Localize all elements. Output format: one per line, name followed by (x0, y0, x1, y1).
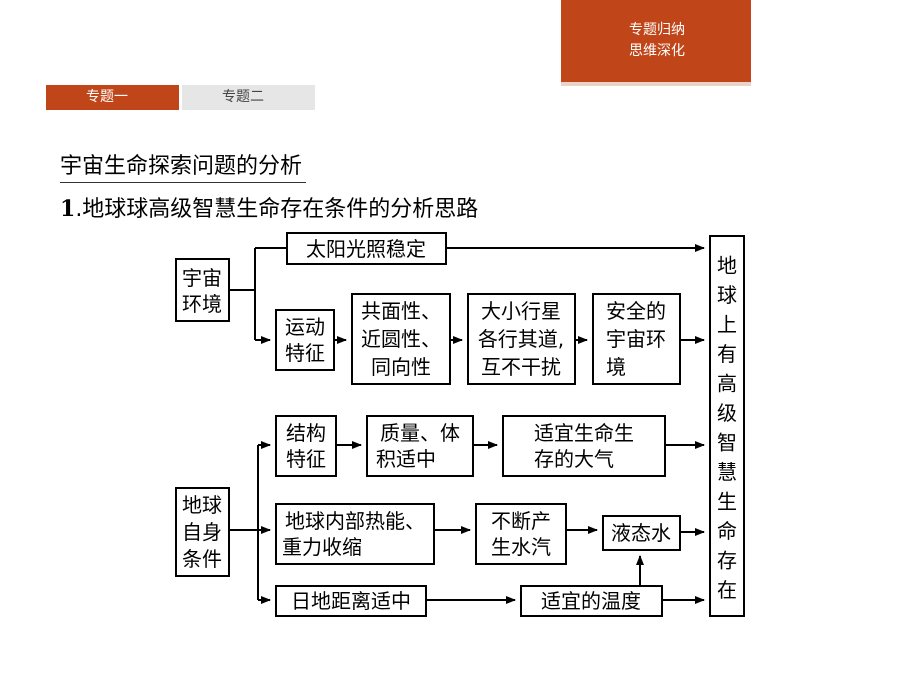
conclusion-char: 高 (717, 372, 737, 396)
box-internal-heat-line1: 地球内部热能、 (285, 509, 425, 533)
topic-tabs: 专题一 专题二 (46, 85, 315, 110)
conclusion-char: 在 (717, 578, 737, 602)
conclusion-char: 命 (717, 519, 737, 543)
box-water-vapor-line2: 生水汽 (491, 535, 551, 559)
tab-topic-2[interactable]: 专题二 (182, 85, 315, 110)
box-cosmic-environment: 宇宙 环境 (175, 258, 230, 322)
box-coplanar-line2: 近圆性、 (361, 327, 441, 351)
box-safe-environment-line1: 安全的 (606, 299, 666, 323)
box-motion-line1: 运动 (285, 315, 325, 339)
chapter-tab-line2: 思维深化 (629, 43, 685, 59)
conclusion-char: 生 (717, 490, 737, 514)
chapter-tab-summary[interactable]: 专题归纳 思维深化 (561, 0, 751, 82)
box-atmosphere-line1: 适宜生命生 (534, 421, 634, 445)
box-earth-conditions-line3: 条件 (182, 547, 222, 571)
box-coplanar-line3: 同向性 (371, 355, 431, 379)
subheading-number: 1 (60, 196, 76, 222)
section-title: 宇宙生命探索问题的分析 (60, 152, 307, 183)
box-internal-heat-line2: 重力收缩 (282, 535, 362, 559)
conclusion-char: 慧 (717, 460, 737, 484)
box-planets-orbit-line3: 互不干扰 (481, 355, 561, 379)
box-planets-orbit-line1: 大小行星 (481, 299, 561, 323)
box-motion-line2: 特征 (285, 341, 325, 365)
box-mass-volume-line2: 积适中 (376, 447, 436, 471)
box-earth-conditions-line2: 自身 (182, 520, 222, 544)
box-planets-orbit-line2: 各行其道, (478, 327, 564, 351)
tab-topic-1[interactable]: 专题一 (46, 85, 179, 110)
box-suitable-temperature: 适宜的温度 (520, 585, 663, 617)
conclusion-char: 地 (717, 254, 737, 278)
box-earth-conditions: 地球 自身 条件 (175, 487, 230, 577)
box-sun-stable-text: 太阳光照稳定 (306, 237, 426, 261)
box-cosmic-environment-line2: 环境 (182, 292, 222, 316)
conclusion-char: 智 (717, 431, 737, 455)
box-water-vapor-line1: 不断产 (491, 509, 551, 533)
box-conclusion: 地球上有高级智慧生命存在 (709, 235, 745, 617)
box-structure-line1: 结构 (286, 421, 326, 445)
box-mass-volume-line1: 质量、体 (380, 421, 460, 445)
box-mass-volume: 质量、体 积适中 (366, 415, 474, 477)
box-liquid-water: 液态水 (602, 515, 681, 551)
box-atmosphere: 适宜生命生 存的大气 (502, 415, 666, 477)
box-atmosphere-line2: 存的大气 (534, 447, 614, 471)
box-sun-stable: 太阳光照稳定 (286, 232, 447, 265)
subheading: 1.地球球高级智慧生命存在条件的分析思路 (60, 194, 478, 225)
box-safe-environment-line3: 境 (606, 355, 626, 379)
box-sun-earth-distance: 日地距离适中 (275, 585, 427, 617)
box-sun-earth-distance-text: 日地距离适中 (291, 589, 411, 613)
box-cosmic-environment-line1: 宇宙 (182, 266, 222, 290)
box-internal-heat: 地球内部热能、 重力收缩 (275, 503, 435, 565)
box-water-vapor: 不断产 生水汽 (475, 503, 567, 565)
box-safe-environment: 安全的 宇宙环 境 (592, 293, 681, 385)
box-structure-line2: 特征 (286, 447, 326, 471)
box-safe-environment-line2: 宇宙环 (606, 327, 666, 351)
chapter-tab-line1: 专题归纳 (629, 22, 685, 38)
box-planets-orbit: 大小行星 各行其道, 互不干扰 (467, 293, 576, 385)
conclusion-char: 有 (717, 342, 737, 366)
connector-lines (229, 244, 705, 604)
box-structure: 结构 特征 (275, 415, 337, 477)
chapter-tab-shadow (561, 82, 751, 86)
box-suitable-temperature-text: 适宜的温度 (541, 589, 641, 613)
box-conclusion-text: 地球上有高级智慧生命存在 (717, 254, 737, 603)
conclusion-char: 上 (717, 313, 737, 337)
box-coplanar-line1: 共面性、 (361, 299, 441, 323)
conclusion-char: 级 (717, 401, 737, 425)
box-liquid-water-text: 液态水 (611, 521, 671, 545)
box-motion: 运动 特征 (275, 309, 335, 371)
conclusion-char: 存 (717, 549, 737, 573)
subheading-text: .地球球高级智慧生命存在条件的分析思路 (75, 197, 479, 222)
box-earth-conditions-line1: 地球 (182, 493, 222, 517)
box-coplanar: 共面性、 近圆性、 同向性 (351, 293, 451, 385)
conclusion-char: 球 (717, 283, 737, 307)
